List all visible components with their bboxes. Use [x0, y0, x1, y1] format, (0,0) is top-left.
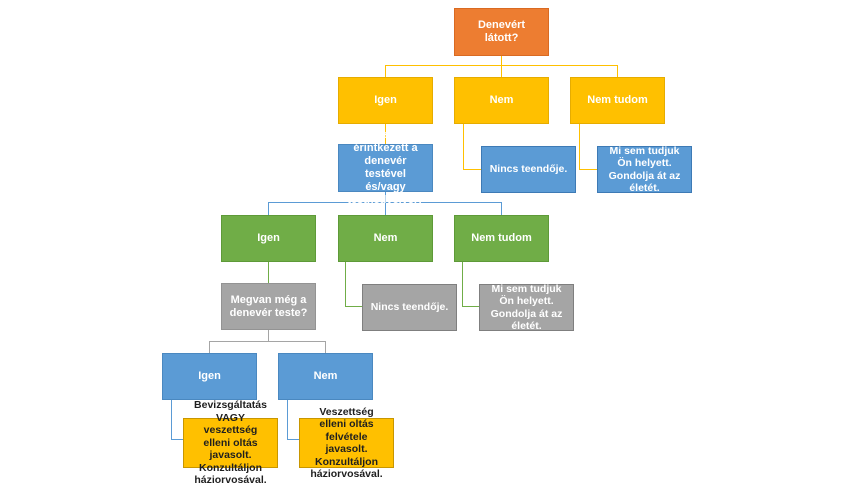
connector-l2-nemtudom-leaf — [462, 262, 479, 307]
connector-l1-nemtudom-leaf — [579, 124, 597, 170]
body-question-node: Megvan még a denevér teste? — [221, 283, 316, 330]
connector-l1-igen-drop — [385, 65, 386, 77]
l2-igen-node: Igen — [221, 215, 316, 262]
connector-question-down — [385, 192, 386, 202]
root-question-node: Denevért látott? — [454, 8, 549, 56]
contact-question-node: Teste érintkezett a denevér testével és/… — [338, 129, 433, 206]
l1-nem-node: Nem — [454, 77, 549, 124]
connector-l2-nem-drop — [385, 202, 386, 215]
connector-l3-nem-leaf — [287, 400, 299, 440]
connector-l1-nemtudom-drop — [617, 65, 618, 77]
l3-igen-node: Igen — [162, 353, 257, 400]
connector-l1-nem-leaf — [463, 124, 481, 170]
connector-l2-nem-leaf — [345, 262, 362, 307]
l3-nem-node: Nem — [278, 353, 373, 400]
connector-l2-igen-drop — [268, 202, 269, 215]
l3-nem-result-node: Veszettség elleni oltás felvétele javaso… — [299, 406, 394, 480]
l3-igen-result-node: Bevizsgáltatás VAGY veszettség elleni ol… — [183, 399, 278, 486]
connector-l3-igen-leaf — [171, 400, 183, 440]
connector-l3-horizontal — [209, 341, 326, 342]
l1-igen-node: Igen — [338, 77, 433, 124]
l1-nemtudom-result-node: Mi sem tudjuk Ön helyett. Gondolja át az… — [597, 145, 692, 194]
l2-nemtudom-node: Nem tudom — [454, 215, 549, 262]
connector-l2-nemtudom-drop — [501, 202, 502, 215]
connector-l2-horizontal — [268, 202, 501, 203]
l1-nem-result-node: Nincs teendője. — [481, 146, 576, 193]
connector-l3-igen-drop — [209, 341, 210, 353]
connector-l1-nem-drop — [501, 65, 502, 77]
connector-root-down — [501, 56, 502, 65]
connector-l3-nem-drop — [325, 341, 326, 353]
l1-nemtudom-node: Nem tudom — [570, 77, 665, 124]
connector-igen-to-question — [385, 124, 386, 144]
l2-nem-result-node: Nincs teendője. — [362, 284, 457, 331]
l2-nemtudom-result-node: Mi sem tudjuk Ön helyett. Gondolja át az… — [479, 283, 574, 332]
connector-l2-igen-to-question — [268, 262, 269, 283]
connector-body-question-down — [268, 330, 269, 341]
l2-nem-node: Nem — [338, 215, 433, 262]
